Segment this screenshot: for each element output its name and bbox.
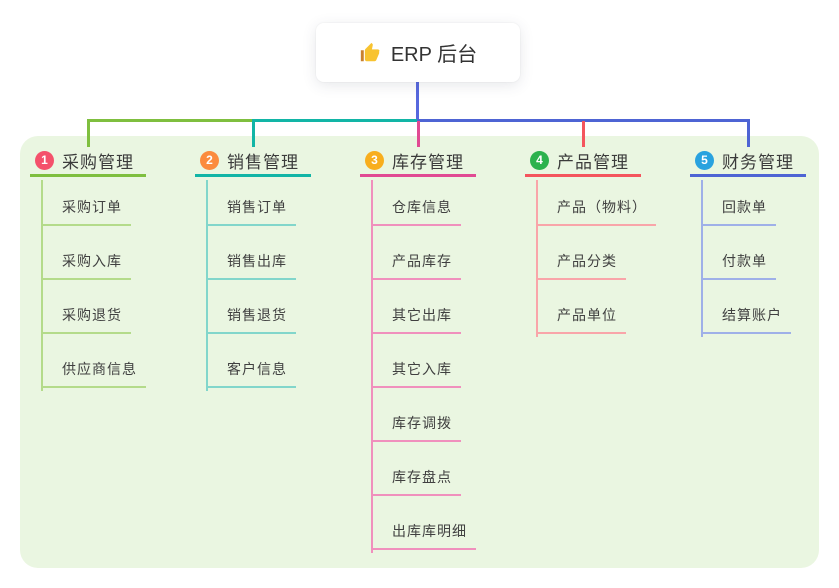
child-node[interactable]: 采购退货	[41, 305, 131, 334]
child-node-row: 库存盘点	[360, 442, 512, 496]
child-node[interactable]: 结算账户	[701, 305, 791, 334]
branch-number-badge: 1	[35, 150, 54, 170]
child-node[interactable]: 产品分类	[536, 251, 626, 280]
child-node-row: 销售出库	[195, 226, 347, 280]
branch-title: 库存管理	[392, 152, 464, 172]
child-node[interactable]: 产品单位	[536, 305, 626, 334]
branch: 1 采购管理 采购订单采购入库采购退货供应商信息	[30, 146, 182, 391]
child-node-row: 产品单位	[525, 280, 677, 334]
branch-title: 销售管理	[227, 152, 299, 172]
root-node[interactable]: ERP 后台	[316, 23, 520, 82]
branch-drop-line	[747, 121, 750, 147]
branch-number-badge: 3	[365, 150, 384, 170]
child-node-row: 仓库信息	[360, 172, 512, 226]
child-node[interactable]: 销售订单	[206, 197, 296, 226]
branch: 4 产品管理 产品（物料） 产品分类产品单位	[525, 146, 677, 337]
child-node-row: 销售订单	[195, 172, 347, 226]
child-node[interactable]: 客户信息	[206, 359, 296, 388]
child-node[interactable]: 回款单	[701, 197, 776, 226]
child-node[interactable]: 产品（物料）	[536, 197, 656, 226]
branch-number-badge: 5	[695, 150, 714, 170]
branch: 5 财务管理 回款单付款单结算账户	[690, 146, 839, 337]
child-node[interactable]: 供应商信息	[41, 359, 146, 388]
child-node-row: 回款单	[690, 172, 839, 226]
branch: 3 库存管理 仓库信息产品库存其它出库其它入库库存调拨库存盘点出库库明细	[360, 146, 512, 553]
branch-header[interactable]: 2 销售管理	[195, 146, 311, 177]
branch-children: 回款单付款单结算账户	[690, 172, 839, 334]
branch-drop-line	[417, 121, 420, 147]
branch-trunk-line	[41, 180, 43, 391]
child-node-row: 其它出库	[360, 280, 512, 334]
horizontal-connector-mid	[252, 119, 417, 122]
root-title: ERP 后台	[390, 44, 478, 66]
child-node[interactable]: 库存调拨	[371, 413, 461, 442]
branch-header[interactable]: 4 产品管理	[525, 146, 641, 177]
branch-header[interactable]: 1 采购管理	[30, 146, 146, 177]
child-node[interactable]: 其它出库	[371, 305, 461, 334]
branch-number-badge: 4	[530, 150, 549, 170]
child-node[interactable]: 付款单	[701, 251, 776, 280]
branch-drop-line	[87, 121, 90, 147]
branch-drop-line	[252, 121, 255, 147]
child-node-row: 销售退货	[195, 280, 347, 334]
child-node-row: 库存调拨	[360, 388, 512, 442]
branch-children: 仓库信息产品库存其它出库其它入库库存调拨库存盘点出库库明细	[360, 172, 512, 550]
child-node[interactable]: 销售出库	[206, 251, 296, 280]
branch-trunk-line	[701, 180, 703, 337]
child-node-row: 付款单	[690, 226, 839, 280]
child-node-row: 供应商信息	[30, 334, 182, 388]
branch-title: 采购管理	[62, 152, 134, 172]
branch: 2 销售管理 销售订单销售出库销售退货客户信息	[195, 146, 347, 391]
child-node[interactable]: 产品库存	[371, 251, 461, 280]
root-connector-line	[416, 82, 419, 122]
child-node-row: 出库库明细	[360, 496, 512, 550]
child-node-row: 采购订单	[30, 172, 182, 226]
branch-trunk-line	[371, 180, 373, 553]
child-node-row: 产品（物料）	[525, 172, 677, 226]
child-node[interactable]: 采购入库	[41, 251, 131, 280]
child-node-row: 其它入库	[360, 334, 512, 388]
child-node-row: 产品分类	[525, 226, 677, 280]
child-node[interactable]: 出库库明细	[371, 521, 476, 550]
branch-title: 产品管理	[557, 152, 629, 172]
branch-trunk-line	[206, 180, 208, 391]
branch-title: 财务管理	[722, 152, 794, 172]
horizontal-connector-left	[87, 119, 252, 122]
child-node[interactable]: 库存盘点	[371, 467, 461, 496]
child-node[interactable]: 采购订单	[41, 197, 131, 226]
branch-trunk-line	[536, 180, 538, 337]
branches-panel	[20, 136, 819, 568]
child-node-row: 采购退货	[30, 280, 182, 334]
child-node[interactable]: 其它入库	[371, 359, 461, 388]
branch-drop-line	[582, 121, 585, 147]
branch-header[interactable]: 3 库存管理	[360, 146, 476, 177]
horizontal-connector-right	[417, 119, 750, 122]
child-node-row: 客户信息	[195, 334, 347, 388]
child-node-row: 采购入库	[30, 226, 182, 280]
child-node[interactable]: 销售退货	[206, 305, 296, 334]
child-node[interactable]: 仓库信息	[371, 197, 461, 226]
branch-number-badge: 2	[200, 150, 219, 170]
branch-children: 产品（物料） 产品分类产品单位	[525, 172, 677, 334]
thumbs-up-icon	[359, 42, 381, 64]
child-node-row: 产品库存	[360, 226, 512, 280]
child-node-row: 结算账户	[690, 280, 839, 334]
branch-children: 销售订单销售出库销售退货客户信息	[195, 172, 347, 388]
branch-header[interactable]: 5 财务管理	[690, 146, 806, 177]
branch-children: 采购订单采购入库采购退货供应商信息	[30, 172, 182, 388]
